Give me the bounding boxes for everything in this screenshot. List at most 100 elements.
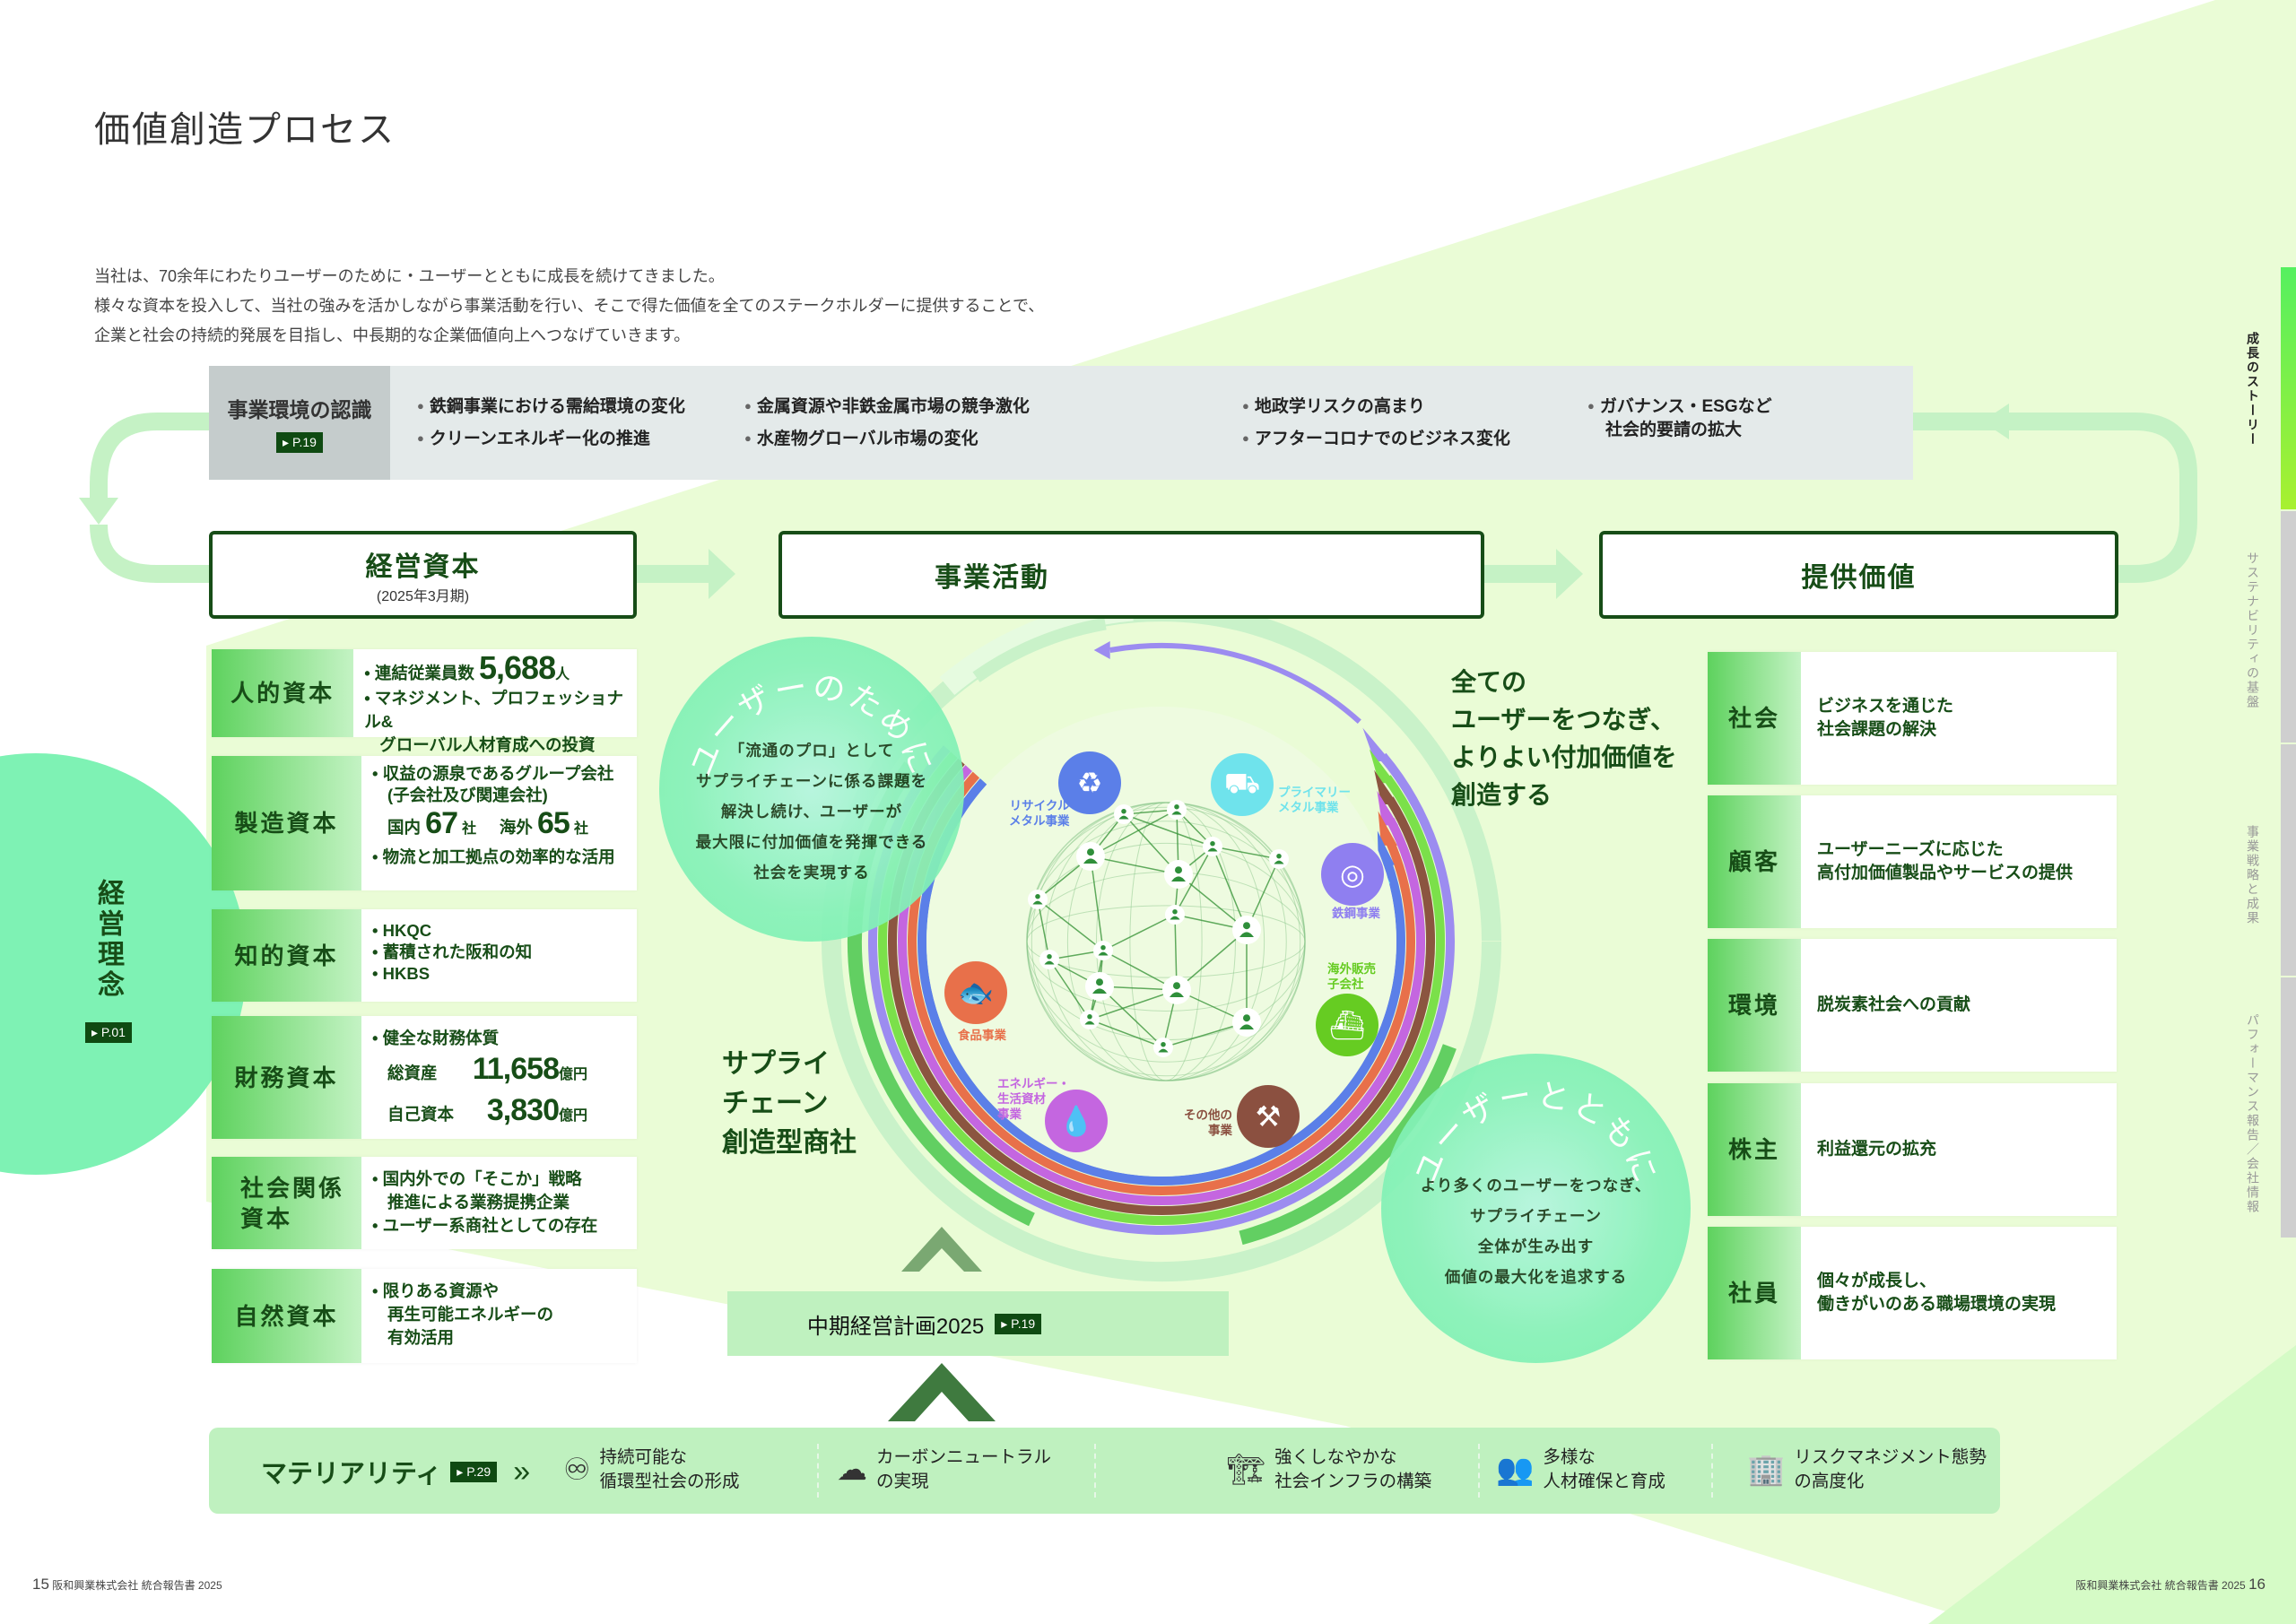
bubble-line: 価値の最大化を追求する <box>1444 1268 1628 1286</box>
value-text: 高付加価値製品やサービスの提供 <box>1817 864 2074 882</box>
bubble-line: 解決し続け、ユーザーが <box>720 803 903 821</box>
people-icon: 👥 <box>1496 1452 1535 1487</box>
value-label: 株主 <box>1708 1083 1801 1216</box>
side-tab[interactable] <box>2281 511 2296 743</box>
value-header-title: 提供価値 <box>1801 563 1917 593</box>
capital-header: 経営資本 (2025年3月期) <box>209 531 637 619</box>
env-item: 水産物グローバル市場の変化 <box>744 427 978 451</box>
footer-text: 阪和興業株式会社 統合報告書 2025 <box>52 1579 222 1592</box>
midterm-label: 中期経営計画2025 <box>806 1314 985 1339</box>
materiality-text: 持続可能な <box>599 1447 687 1467</box>
materiality-text: 人材確保と育成 <box>1543 1472 1665 1491</box>
side-tab-label[interactable]: 事業戦略と成果 <box>2246 825 2260 925</box>
side-tab-label[interactable]: パフォーマンス報告／会社情報 <box>2246 1013 2260 1214</box>
business-label-line: 生活資材 <box>997 1092 1046 1106</box>
philosophy-label: 経営理念 <box>93 879 123 1001</box>
business-icon-2: ◎ <box>1321 843 1384 906</box>
materiality-label: マテリアリティ <box>261 1460 442 1489</box>
value-label: 環境 <box>1708 939 1801 1072</box>
materiality-item: ♾持続可能な循環型社会の形成 <box>563 1446 740 1494</box>
catch-line: 創造型商社 <box>722 1128 857 1158</box>
arrow-head-icon <box>1377 790 1399 826</box>
user-node-icon <box>1167 800 1187 820</box>
value-body: 利益還元の拡充 <box>1801 1083 1936 1216</box>
business-label-line: 海外販売 <box>1327 962 1376 976</box>
unit: 億円 <box>558 1067 587 1082</box>
side-tab-label[interactable]: 成長のストーリー <box>2246 332 2260 447</box>
business-label: 鉄鋼事業 <box>1332 906 1380 921</box>
user-node-icon <box>1039 950 1059 969</box>
business-label-line: エネルギー・ <box>997 1077 1070 1090</box>
materiality-bar: マテリアリティ ▸ P.29 » ♾持続可能な循環型社会の形成☁カーボンニュート… <box>209 1428 2000 1514</box>
capital-item: 再生可能エネルギーの <box>387 1305 554 1324</box>
side-tab[interactable] <box>2281 977 2296 1238</box>
business-icon-3: ⛴ <box>1316 994 1378 1056</box>
value-text: 利益還元の拡充 <box>1817 1140 1937 1159</box>
intro-line: 様々な資本を投入して、当社の強みを活かしながら事業活動を行い、そこで得た価値を全… <box>94 297 1045 315</box>
catch-line: 創造する <box>1451 781 1552 809</box>
domestic-label: 国内 <box>387 818 422 837</box>
bubble-line: 社会を実現する <box>753 864 870 881</box>
capital-row-natural: 自然資本 限りある資源や 再生可能エネルギーの 有効活用 <box>212 1269 637 1363</box>
user-node-icon <box>1164 860 1193 889</box>
side-tab-label[interactable]: サステナビリティの基盤 <box>2246 551 2260 709</box>
footer-right: 阪和興業株式会社 統合報告書 2025 16 <box>2075 1576 2266 1594</box>
building-icon: 🏢 <box>1747 1452 1786 1487</box>
ore-cart-icon: ⛟ <box>1223 766 1261 799</box>
chevron-up-icon <box>888 1363 996 1421</box>
top-arrow-green <box>972 617 1107 682</box>
page-number: 15 <box>32 1576 49 1593</box>
double-chevron-right-icon: » <box>513 1454 531 1489</box>
infrastructure-icon: 🏗 <box>1227 1452 1266 1487</box>
value-creation-catch: 全ての ユーザーをつなぎ、 よりよい付加価値を 創造する <box>1451 664 1676 814</box>
business-label: その他の事業 <box>1184 1107 1232 1138</box>
capital-label: 財務資本 <box>212 1016 361 1139</box>
capital-item: 収益の源泉であるグループ会社 <box>372 763 615 785</box>
supply-chain-rings <box>822 597 1501 1281</box>
materiality-item: 🏗強くしなやかな社会インフラの構築 <box>1227 1446 1431 1494</box>
side-tab-active[interactable] <box>2281 267 2296 509</box>
catch-line: ユーザーをつなぎ、 <box>1451 706 1676 734</box>
business-label-line: メタル事業 <box>1278 801 1339 814</box>
page-link-p29[interactable]: ▸ P.29 <box>450 1461 498 1482</box>
business-label-line: 食品事業 <box>958 1029 1006 1042</box>
business-label-line: リサイクル <box>1009 799 1070 812</box>
page-link-p19[interactable]: ▸ P.19 <box>276 432 323 453</box>
activity-header: 事業活動 <box>778 531 1484 619</box>
page-number: P.01 <box>100 1025 126 1039</box>
value-row: 顧客ユーザーニーズに応じた高付加価値製品やサービスの提供 <box>1708 795 2117 928</box>
side-tab[interactable] <box>2281 744 2296 976</box>
overseas-label: 海外 <box>499 818 533 837</box>
env-item: 地政学リスクの高まり <box>1242 395 1425 419</box>
business-icon-4: ⚒ <box>1237 1085 1300 1148</box>
env-item: アフターコロナでのビジネス変化 <box>1242 427 1510 451</box>
footer-left: 15 阪和興業株式会社 統合報告書 2025 <box>32 1576 222 1594</box>
user-node-icon <box>1162 976 1191 1004</box>
capital-item: ユーザー系商社としての存在 <box>372 1214 598 1238</box>
page-number: 16 <box>2248 1576 2266 1593</box>
materiality-text: 循環型社会の形成 <box>599 1472 740 1491</box>
page-link-p19[interactable]: ▸ P.19 <box>995 1313 1042 1334</box>
value-body: 個々が成長し、働きがいのある職場環境の実現 <box>1801 1227 2056 1359</box>
equity-label: 自己資本 <box>387 1105 455 1124</box>
capital-label: 社会関係 <box>240 1174 345 1202</box>
materiality-text: の実現 <box>876 1472 929 1491</box>
bubble-for-users: ユーザーのために 「流通のプロ」として サプライチェーンに係る課題を 解決し続け… <box>659 637 964 942</box>
materiality-text: リスクマネジメント態勢 <box>1794 1447 1987 1467</box>
unit: 社 <box>462 821 477 837</box>
equity-value: 3,830 <box>486 1093 560 1127</box>
materiality-item: ☁カーボンニュートラルの実現 <box>837 1446 1051 1494</box>
capital-item: 推進による業務提携企業 <box>387 1193 570 1211</box>
supply-chain-ring <box>918 778 1405 1185</box>
user-node-icon <box>1085 972 1114 1001</box>
value-header: 提供価値 <box>1599 531 2118 619</box>
midterm-plan-box: 中期経営計画2025 ▸ P.19 <box>727 1291 1229 1356</box>
globe-backdrop <box>926 707 1396 1177</box>
catch-line: チェーン <box>722 1089 829 1118</box>
value-row: 社員個々が成長し、働きがいのある職場環境の実現 <box>1708 1227 2117 1359</box>
page-link-p01[interactable]: ▸ P.01 <box>85 1022 132 1043</box>
capital-label: 資本 <box>240 1204 293 1232</box>
business-label-line: 事業 <box>1208 1124 1232 1137</box>
value-label: 社員 <box>1708 1227 1801 1359</box>
